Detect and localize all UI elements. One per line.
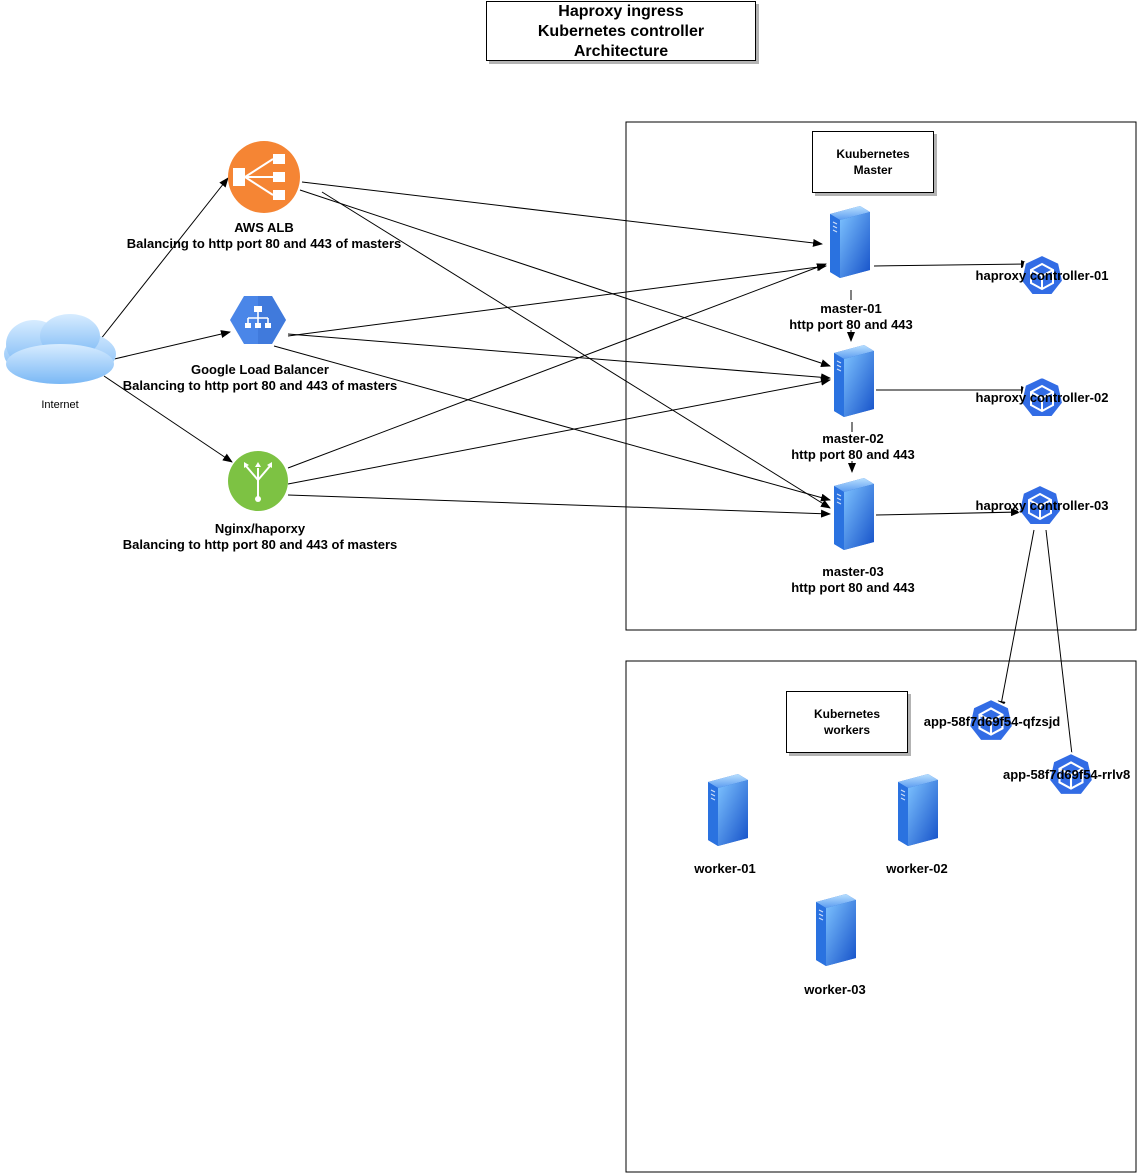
edge-aws-master02 xyxy=(299,189,831,367)
aws-alb-label: AWS ALB Balancing to http port 80 and 44… xyxy=(104,220,424,252)
edge-controller03-app1 xyxy=(997,529,1035,711)
edge-master03-controller03 xyxy=(875,508,1021,517)
title-line-3: Architecture xyxy=(573,43,669,60)
master-region-label-line-1: Kuubernetes xyxy=(836,147,910,161)
haproxy-controller-01-label: haproxy controller-01 xyxy=(975,268,1109,283)
edge-controller03-app2 xyxy=(1045,529,1077,773)
diagram-title: Haproxy ingress Kubernetes controller Ar… xyxy=(486,1,756,61)
master-region-label-line-2: Master xyxy=(853,163,893,177)
aws-alb-name: AWS ALB xyxy=(234,220,294,235)
worker-region-label: Kubernetes workers xyxy=(786,691,908,753)
master-02-name: master-02 xyxy=(822,431,884,446)
haproxy-controller-03-label: haproxy controller-03 xyxy=(975,498,1109,513)
app-qfzsjd-label: app-58f7d69f54-qfzsjd xyxy=(923,714,1061,729)
aws-alb-desc: Balancing to http port 80 and 443 of mas… xyxy=(126,236,402,251)
worker-03-label: worker-03 xyxy=(804,982,866,997)
master-02-label: master-02 http port 80 and 443 xyxy=(773,431,933,463)
aws-alb-icon xyxy=(228,141,300,213)
title-line-2: Kubernetes controller xyxy=(537,23,705,40)
edge-internet-nginx xyxy=(103,375,233,463)
internet-label: Internet xyxy=(41,399,79,411)
edge-nginx-master03 xyxy=(287,494,831,518)
master-01-server-icon xyxy=(829,205,871,279)
worker-01-label: worker-01 xyxy=(694,861,756,876)
title-line-1: Haproxy ingress xyxy=(558,3,684,20)
nginx-haproxy-icon xyxy=(228,451,288,511)
master-03-name: master-03 xyxy=(822,564,884,579)
master-02-server-icon xyxy=(833,344,875,418)
google-load-balancer-icon xyxy=(230,296,286,344)
haproxy-controller-02-label: haproxy controller-02 xyxy=(975,390,1109,405)
edge-gcp-master02 xyxy=(287,333,831,382)
edge-nginx-master01 xyxy=(287,263,827,469)
worker-01-server-icon xyxy=(707,773,749,847)
edge-nginx-master02 xyxy=(287,377,831,485)
master-region xyxy=(625,121,1137,631)
cloud-icon xyxy=(4,314,116,384)
master-03-label: master-03 http port 80 and 443 xyxy=(773,564,933,596)
google-lb-label: Google Load Balancer Balancing to http p… xyxy=(100,362,420,394)
master-01-label: master-01 http port 80 and 443 xyxy=(771,301,931,333)
nginx-desc: Balancing to http port 80 and 443 of mas… xyxy=(122,537,398,552)
edge-master01-controller01 xyxy=(873,260,1031,269)
master-03-server-icon xyxy=(833,477,875,551)
nginx-name: Nginx/haporxy xyxy=(214,521,306,536)
google-lb-name: Google Load Balancer xyxy=(191,362,329,377)
master-03-ports: http port 80 and 443 xyxy=(791,580,915,595)
edge-gcp-master01 xyxy=(287,263,827,337)
nginx-label: Nginx/haporxy Balancing to http port 80 … xyxy=(100,521,420,553)
master-region-label: Kuubernetes Master xyxy=(812,131,934,193)
worker-region xyxy=(625,660,1137,1173)
master-01-name: master-01 xyxy=(820,301,882,316)
app-rrlv8-label: app-58f7d69f54-rrlv8 xyxy=(1003,767,1131,782)
edge-aws-master03 xyxy=(321,191,831,509)
edge-aws-master01 xyxy=(301,181,823,247)
connectors xyxy=(99,177,1077,773)
master-01-ports: http port 80 and 443 xyxy=(789,317,913,332)
edge-gcp-master03 xyxy=(273,345,831,502)
master-02-ports: http port 80 and 443 xyxy=(791,447,915,462)
worker-region-label-line-1: Kubernetes xyxy=(813,707,881,721)
edge-internet-aws xyxy=(99,177,229,341)
worker-03-server-icon xyxy=(815,893,857,967)
edge-internet-gcp xyxy=(109,330,231,361)
google-lb-desc: Balancing to http port 80 and 443 of mas… xyxy=(122,378,398,393)
worker-02-label: worker-02 xyxy=(886,861,948,876)
worker-region-label-line-2: workers xyxy=(823,723,871,737)
worker-02-server-icon xyxy=(897,773,939,847)
